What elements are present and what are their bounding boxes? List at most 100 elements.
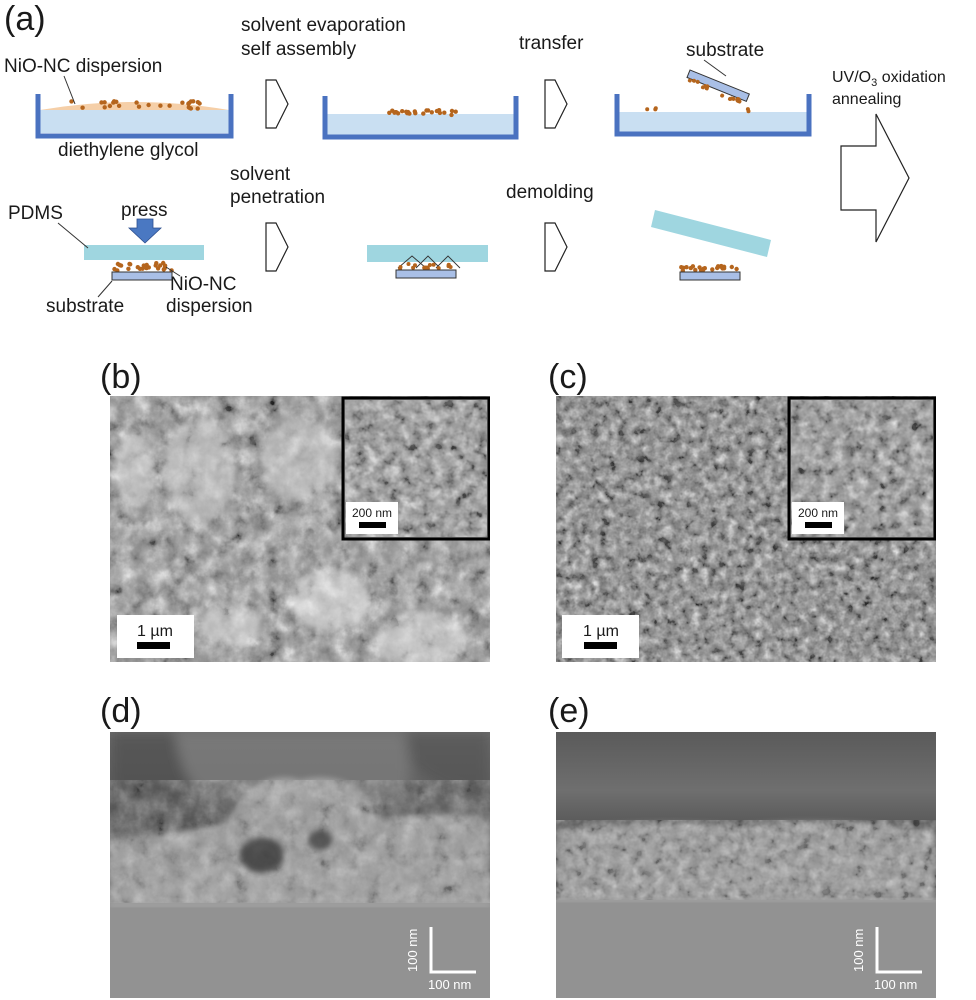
scale-label-horizontal-e: 100 nm [874,977,917,992]
particle [653,106,658,111]
panel-d-sem: (d) 100 nm 100 nm [100,692,490,998]
label-transfer: transfer [519,33,584,54]
particle [405,111,410,116]
bath-1 [35,94,234,139]
particle [136,104,142,109]
particles-dispersion [69,99,202,111]
particle [695,79,700,84]
particle [167,103,172,108]
panel-b-sem: (b) 200 nm 1 µm [100,358,490,662]
particle [436,108,442,113]
particle [710,267,715,272]
solvent-penetration-lines [397,255,461,269]
label-penetration: penetration [230,187,325,208]
label-press: press [121,200,167,221]
bath-2 [322,96,519,140]
particle [411,265,416,270]
press-arrow-icon [127,218,163,244]
sem-image-d: 100 nm 100 nm [110,732,490,998]
particle [720,93,725,98]
bath-3-wall [614,94,812,137]
particles-remaining [645,106,751,114]
scale-box-main-b [117,615,194,658]
bath-1-liquid [40,110,229,133]
scale-corner-e [875,927,922,974]
scale-corner-d [429,927,476,974]
particle [442,110,447,115]
particle [161,267,166,272]
particle [197,101,202,106]
sem-image-b: 200 nm 1 µm [110,396,490,662]
particle [429,110,434,115]
particles-monolayer [387,108,458,118]
panel-e-letter: (e) [548,692,590,730]
particle [736,97,741,102]
penetration-stack [367,245,488,279]
label-self-assembly: self assembly [241,39,357,60]
label-substrate-row2: substrate [46,296,124,317]
particles-under-stamp [112,260,174,273]
particle [693,267,698,273]
particle [687,78,692,83]
particle [679,265,684,270]
particle [393,110,398,115]
particle [406,262,411,266]
scale-bar-main-c [584,642,617,649]
label-substrate-top: substrate [686,40,764,61]
particle [684,265,689,270]
particle [146,102,151,108]
particle [400,109,405,114]
label-uv-o3-oxidation: UV/O3 oxidation [832,69,946,89]
bath-2-wall [322,96,519,140]
particle [424,266,429,271]
label-dispersion-row2: dispersion [166,296,253,317]
particle [112,266,117,272]
particle [431,262,436,267]
scale-label-vertical-e: 100 nm [851,929,866,972]
particle [102,100,107,105]
particle [421,111,426,116]
label-solvent-evaporation: solvent evaporation [241,15,406,36]
bath-2-liquid [327,114,514,135]
particles-film [679,263,739,273]
scale-box-inset-c [792,502,844,534]
scale-label-vertical-d: 100 nm [405,929,420,972]
scale-box-inset-b [346,502,398,534]
penetration-line [415,255,441,269]
scale-bar-inset-b [359,522,386,528]
scale-label-main-c: 1 µm [583,623,619,640]
particle [116,103,122,109]
particle [158,263,163,268]
particle [734,266,739,272]
particle [117,262,122,268]
scale-label-main-b: 1 µm [137,623,173,640]
arrow-final-step [840,113,910,243]
particle [645,107,650,112]
leader-pdms [57,222,89,249]
particle [69,99,74,104]
arrow-step-3 [265,222,289,272]
leader-substrate-top [703,59,727,77]
particle [453,109,458,114]
panel-a-letter: (a) [4,0,46,38]
dispersion-droplet [40,102,229,110]
leader-substrate-row2 [97,280,113,298]
panel-c-letter: (c) [548,358,588,396]
particle [114,99,119,105]
particle [80,105,85,110]
particle [180,100,185,105]
particle [449,112,454,118]
sem-image-c: 200 nm 1 µm [556,396,936,662]
particle [427,263,432,267]
particles-penetration [398,262,453,271]
scale-bar-inset-c [805,522,832,528]
particle [127,261,132,267]
scale-label-inset-c: 200 nm [798,506,838,520]
label-demolding: demolding [506,182,594,203]
particle [729,264,734,270]
scale-label-inset-b: 200 nm [352,506,392,520]
scale-bar-main-b [137,642,170,649]
label-nio-nc-dispersion: NiO-NC dispersion [4,56,162,77]
particle [702,266,707,271]
